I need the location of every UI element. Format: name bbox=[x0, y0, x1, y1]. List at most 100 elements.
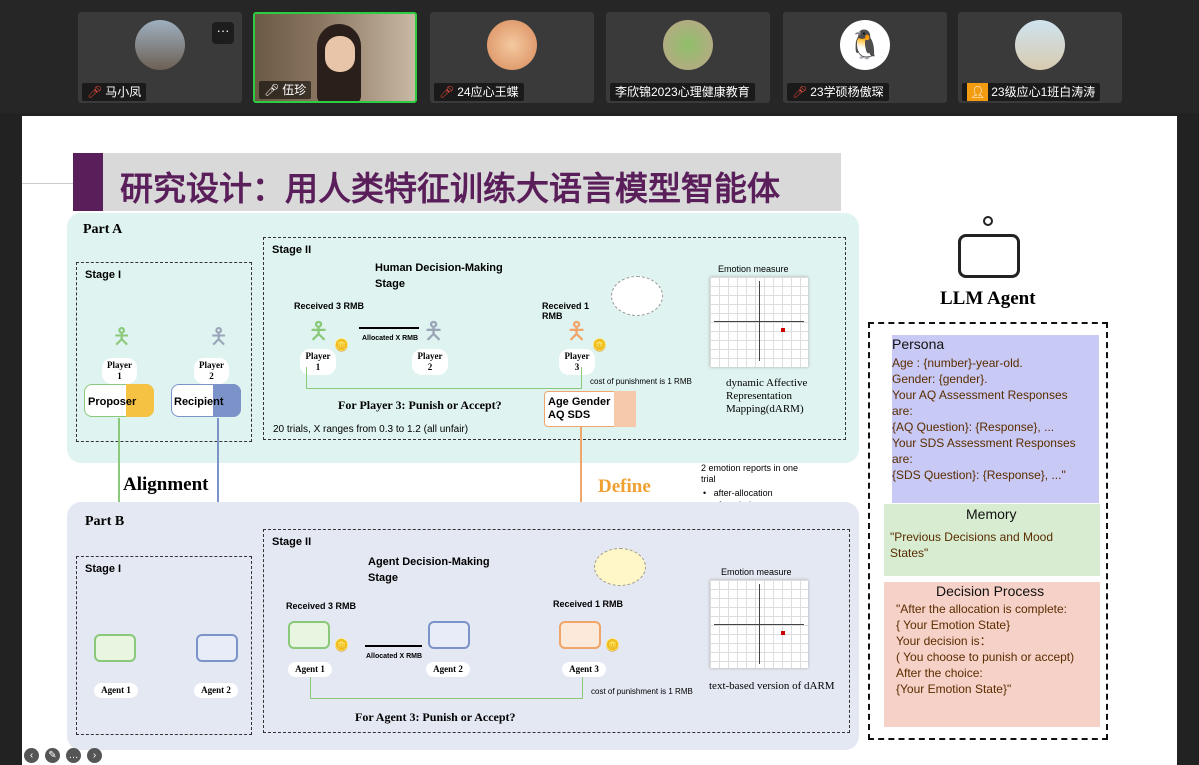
decision-line: "After the allocation is complete: bbox=[896, 602, 1068, 616]
decision-line: ( You choose to punish or accept) bbox=[896, 650, 1075, 664]
participant-strip: 🎤︎马小凤 ··· 🎤︎伍珍 🎤︎24应心王蝶 李欣锦2023心理健康教育 🐧 … bbox=[0, 0, 1199, 113]
person-icon: 🯅 bbox=[566, 318, 588, 345]
agent1-label: Agent 1 bbox=[94, 683, 138, 698]
received1-label: Received 1 RMB bbox=[542, 301, 590, 321]
decision-line: { Your Emotion State} bbox=[896, 618, 1011, 632]
memory-line: States" bbox=[890, 546, 929, 560]
participant-name: 23学硕杨傲琛 bbox=[810, 85, 884, 99]
avatar bbox=[135, 20, 185, 70]
slide-title: 研究设计：用人类特征训练大语言模型智能体 bbox=[120, 169, 780, 208]
title-accent bbox=[73, 153, 103, 211]
llm-agent-title: LLM Agent bbox=[940, 288, 1036, 309]
robot-icon bbox=[958, 234, 1020, 278]
person-icon: 🯅 bbox=[423, 318, 445, 345]
avatar: 🐧 bbox=[840, 20, 890, 70]
participant-tile-active[interactable]: 🎤︎伍珍 bbox=[253, 12, 417, 103]
decision-line: After the choice: bbox=[896, 666, 983, 680]
participant-tile[interactable]: 🎤︎24应心王蝶 bbox=[430, 12, 594, 103]
participant-nameplate: 李欣锦2023心理健康教育 bbox=[610, 83, 755, 101]
received1-label: Received 1 RMB bbox=[553, 599, 624, 609]
coins-icon: 🪙 bbox=[592, 338, 607, 352]
llm-agent-box bbox=[868, 322, 1108, 740]
decision-body: "After the allocation is complete: { You… bbox=[896, 601, 1074, 697]
participant-tile[interactable]: 👤︎23级应心1班白涛涛 bbox=[958, 12, 1122, 103]
memory-title: Memory bbox=[966, 506, 1017, 522]
stage2-box bbox=[263, 529, 850, 733]
alignment-label: Alignment bbox=[123, 474, 209, 495]
persona-line: {AQ Question}: {Response}, ... bbox=[892, 420, 1055, 434]
stage1-box bbox=[76, 262, 252, 442]
agent3-label: Agent 3 bbox=[562, 662, 606, 677]
arrow bbox=[359, 327, 419, 329]
person-icon: 🯅 bbox=[209, 324, 229, 349]
stage2-box bbox=[263, 237, 846, 440]
coins-icon: 🪙 bbox=[605, 638, 620, 652]
emotion-point bbox=[781, 631, 785, 635]
stage1-box bbox=[76, 556, 252, 735]
define-label: Define bbox=[598, 476, 651, 497]
persona-line: {SDS Question}: {Response}, ..." bbox=[892, 468, 1066, 482]
previous-icon[interactable]: ‹ bbox=[24, 748, 39, 763]
memory-line: "Previous Decisions and Mood bbox=[890, 530, 1054, 544]
avatar bbox=[663, 20, 713, 70]
memory-body: "Previous Decisions and Mood States" bbox=[890, 529, 1053, 561]
persona-line: Age : {number}-year-old. bbox=[892, 356, 1023, 370]
decision-line: Your decision is： bbox=[896, 634, 992, 648]
more-icon[interactable]: … bbox=[66, 748, 81, 763]
participant-name: 24应心王蝶 bbox=[457, 85, 519, 99]
antenna-icon bbox=[983, 216, 993, 226]
participant-name: 李欣锦2023心理健康教育 bbox=[615, 85, 750, 99]
robot-icon bbox=[196, 634, 238, 662]
title-bar bbox=[73, 153, 841, 211]
participant-tile[interactable]: 李欣锦2023心理健康教育 bbox=[606, 12, 770, 103]
grid-axis bbox=[714, 321, 804, 322]
participant-tile[interactable]: 🎤︎马小凤 ··· bbox=[78, 12, 242, 103]
robot-icon bbox=[288, 621, 330, 649]
grid-axis bbox=[714, 624, 804, 625]
participant-name: 伍珍 bbox=[282, 83, 307, 97]
robot-icon bbox=[559, 621, 601, 649]
mic-muted-icon: 🎤︎ bbox=[87, 85, 103, 99]
cost-label: cost of punishment is 1 RMB bbox=[591, 687, 693, 696]
more-options-button[interactable]: ··· bbox=[212, 22, 234, 44]
allocated-label: Allocated X RMB bbox=[366, 653, 423, 660]
persona-line: Your SDS Assessment Responses bbox=[892, 436, 1076, 450]
bullet-text: after-allocation bbox=[713, 488, 773, 498]
participant-tile[interactable]: 🐧 🎤︎23学硕杨傲琛 bbox=[783, 12, 947, 103]
human-stage-heading: Human Decision-Making Stage bbox=[375, 262, 503, 290]
participant-nameplate: 🎤︎马小凤 bbox=[82, 83, 147, 101]
participant-nameplate: 🎤︎24应心王蝶 bbox=[434, 83, 524, 101]
allocated-label: Allocated X RMB bbox=[362, 335, 419, 342]
shared-slide: 研究设计：用人类特征训练大语言模型智能体 Part A Stage I 🯅 🯅 … bbox=[22, 116, 1177, 765]
avatar bbox=[487, 20, 537, 70]
arrow bbox=[365, 645, 422, 647]
mic-icon: 🎤︎ bbox=[264, 83, 280, 97]
player2-label: Player 2 bbox=[194, 358, 229, 384]
persona-line: are: bbox=[892, 452, 913, 466]
emotion-reports-note: 2 emotion reports in one trial bbox=[701, 463, 799, 484]
recipient-label: Recipient bbox=[174, 396, 224, 408]
agent2-label: Agent 2 bbox=[426, 662, 470, 677]
avatar bbox=[1015, 20, 1065, 70]
feedback-arrow bbox=[306, 367, 582, 389]
person-icon: 🯅 bbox=[112, 324, 132, 349]
robot-icon bbox=[428, 621, 470, 649]
stage2-label: Stage II bbox=[272, 536, 312, 548]
agent-stage-heading: Agent Decision-Making Stage bbox=[368, 556, 490, 584]
participant-nameplate: 🎤︎伍珍 bbox=[259, 81, 312, 99]
memory-box bbox=[884, 504, 1100, 576]
bullet-item: • after-allocation bbox=[703, 488, 773, 498]
proposer-label: Proposer bbox=[88, 396, 137, 408]
slide-toolbar: ‹ ✎ … › bbox=[24, 748, 102, 763]
participant-nameplate: 🎤︎23学硕杨傲琛 bbox=[787, 83, 889, 101]
emotion-measure-label: Emotion measure bbox=[718, 264, 789, 274]
pen-icon bbox=[126, 384, 154, 417]
pen-icon bbox=[213, 384, 241, 417]
thought-bubble bbox=[594, 548, 646, 586]
stage1-label: Stage I bbox=[85, 269, 122, 281]
next-icon[interactable]: › bbox=[87, 748, 102, 763]
persona-line: Gender: {gender}. bbox=[892, 372, 988, 386]
pen-icon[interactable]: ✎ bbox=[45, 748, 60, 763]
part-b-label: Part B bbox=[85, 514, 125, 529]
decision-line: {Your Emotion State}" bbox=[896, 682, 1012, 696]
